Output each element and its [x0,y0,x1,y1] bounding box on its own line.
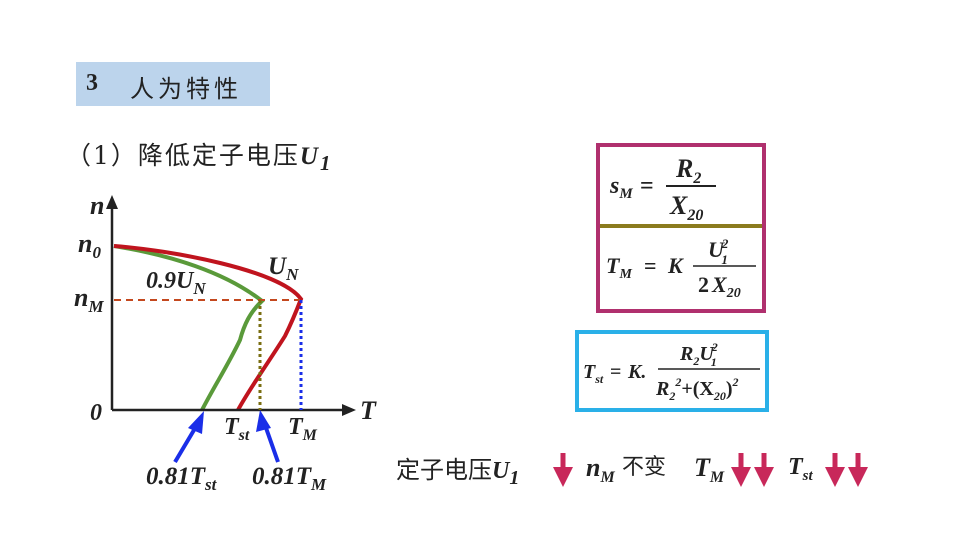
arrow-right [263,424,280,463]
Tst-label: Tst [224,414,250,444]
formula2-box [575,330,769,412]
n0-label: n0 [78,229,101,262]
formula2-eq: = [610,361,621,383]
Tst-symbol: Tst [583,361,604,386]
green-curve [113,244,266,411]
down-arrow-icon [553,453,573,487]
bottom-TM: TM [694,453,725,486]
arrow-left [173,423,199,464]
bottom-Tst: Tst [788,454,814,484]
x-axis-arrow [342,404,356,416]
formula1-eq1: = [640,173,654,199]
green-curve-label: 0.9UN [146,268,206,298]
subtitle-var: U [299,143,320,170]
sM-symbol: sM [609,173,633,202]
red-curve [113,244,304,411]
formula1-eq2: = [644,253,657,278]
TM-label: TM [288,414,318,444]
y-axis-arrow [106,195,118,209]
down-arrow-icon [825,453,845,487]
K-symbol: K [667,253,684,278]
R2-numerator: R2 [675,154,701,187]
bottom-U: U [492,458,510,484]
subtitle-var-sub: 1 [319,151,333,175]
arrow-right-head [256,410,271,432]
ann-left-label: 0.81Tst [146,463,218,494]
y-axis-label: n [90,191,104,220]
nM-label: nM [74,283,104,316]
down-arrow-icon [754,453,774,487]
down-arrow-icon [731,453,751,487]
bottom-unchanged: 不变 [622,454,666,479]
section-title: 人为特性 [130,75,242,103]
formula2-denominator: R22+(X20)2 [655,375,739,403]
ann-right-label: 0.81TM [252,463,327,494]
bottom-statement: 定子电压U1 [396,450,519,490]
X20-denominator: X20 [669,191,703,224]
origin-label: 0 [90,400,102,426]
bottom-nM: nM [586,453,615,486]
x-axis-label: T [360,396,377,425]
formula2-K: K. [627,361,646,383]
section-number: 3 [86,70,98,96]
bottom-U-sub: 1 [509,466,520,489]
down-arrows [553,453,868,487]
down-arrow-icon [848,453,868,487]
formula1-box [596,143,766,313]
subtitle-prefix: （1）降低定子电压 [66,141,300,170]
bottom-text1: 定子电压 [396,456,492,484]
arrow-left-head [188,411,204,434]
section-title-box: 3 人为特性 [76,62,270,106]
subtitle: （1）降低定子电压U1 [66,136,332,176]
red-curve-label: UN [268,253,299,284]
TM-symbol: TM [606,253,632,282]
